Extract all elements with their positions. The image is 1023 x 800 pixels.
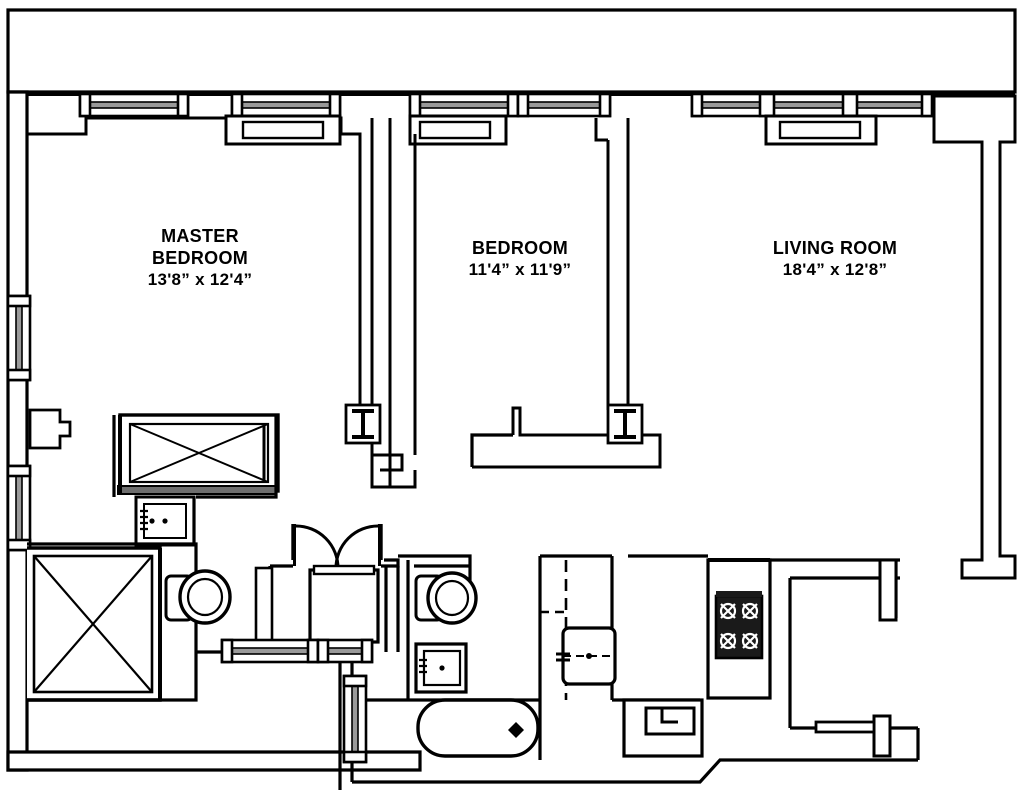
kitchen-stove (706, 558, 772, 700)
hall-fixture-block (308, 564, 380, 644)
living-room-dimensions: 18'4” x 12'8” (782, 259, 888, 279)
bedroom-ne-jog (594, 118, 608, 142)
wall-nub-left (28, 408, 72, 450)
living-room-lower-walls (628, 554, 920, 760)
radiator-master (224, 114, 342, 146)
bathtub (416, 698, 540, 758)
sink-bath2 (414, 642, 468, 694)
window-bedroom-left (408, 92, 520, 118)
window-corridor-lower-2 (316, 638, 374, 664)
window-master-left (78, 92, 190, 118)
master-partition-walls (27, 415, 278, 546)
bedroom-walls (388, 118, 662, 469)
sink-master-bath (134, 495, 196, 547)
window-living-room (690, 92, 934, 118)
closet-lower-left (27, 546, 162, 702)
window-hall-vertical (342, 674, 368, 764)
room-label-bedroom: BEDROOM 11'4” x 11'9” (425, 238, 615, 281)
window-left-upper (6, 294, 32, 382)
bedroom-name: BEDROOM (471, 238, 569, 258)
closet-master-upper (117, 413, 280, 495)
living-room-walls (932, 94, 1017, 580)
foyer-column (878, 558, 898, 622)
wall-stub-below-column (370, 443, 417, 489)
master-bedroom-name-line1: MASTER (161, 226, 239, 246)
toilet-bath2 (414, 571, 478, 625)
room-label-living-room: LIVING ROOM 18'4” x 12'8” (740, 238, 930, 281)
top-wall-band (6, 8, 1017, 94)
window-bedroom-right (516, 92, 612, 118)
tub-drain (508, 722, 524, 738)
radiator-living-room (764, 114, 878, 146)
room-label-master-bedroom: MASTER BEDROOM 13'8” x 12'4” (105, 226, 295, 291)
toilet-master (164, 569, 232, 625)
door-swing-arc-right (334, 524, 379, 569)
column-bedroom-right (606, 403, 644, 445)
living-room-name: LIVING ROOM (772, 238, 898, 258)
left-exterior-wall (6, 90, 29, 772)
bottom-left-wall (6, 750, 422, 772)
living-room-right-exterior (932, 94, 1017, 580)
kitchen-counter-lower (622, 698, 704, 758)
door-swing-arc-left (295, 524, 340, 569)
bedroom-lower-jog (470, 433, 513, 467)
window-left-lower (6, 464, 32, 552)
double-doors[interactable] (291, 524, 383, 572)
window-corridor-lower (220, 638, 320, 664)
master-bedroom-dimensions: 13'8” x 12'4” (147, 269, 253, 289)
radiator-bedroom (408, 114, 508, 146)
foyer-closet-door (814, 714, 892, 758)
master-bedroom-name-line2: BEDROOM (151, 247, 249, 268)
window-master-right (230, 92, 342, 118)
bedroom-bottom-wall (472, 406, 662, 469)
column-bedroom-left (344, 403, 382, 445)
bedroom-dimensions: 11'4” x 11'9” (468, 259, 572, 279)
kitchen-sink (556, 626, 617, 686)
